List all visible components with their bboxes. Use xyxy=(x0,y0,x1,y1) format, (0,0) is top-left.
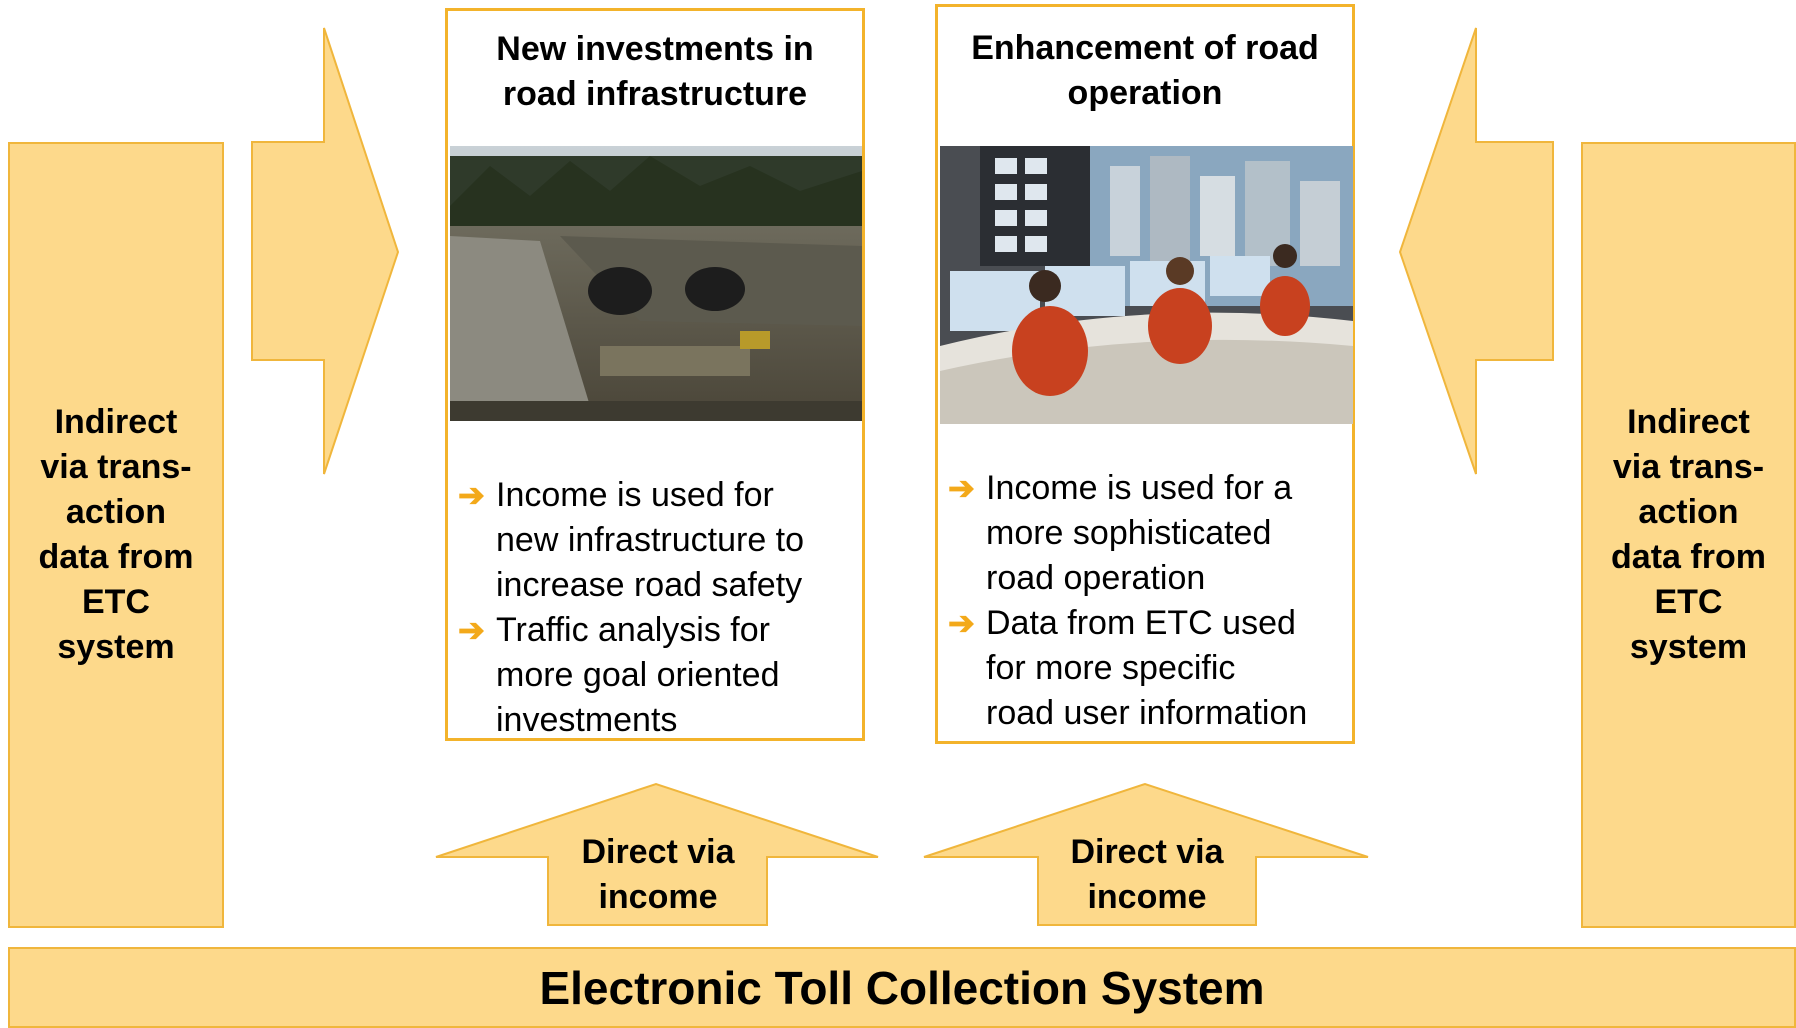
up-arrow-left-label: Direct via income xyxy=(581,833,735,916)
card-left-bullets: ➔ Income is used for new infrastructure … xyxy=(458,473,858,743)
control-room-photo xyxy=(940,146,1353,424)
right-arrow-icon: ➔ xyxy=(948,605,975,641)
left-side-text: Indirect via trans- action data from ETC… xyxy=(38,403,194,666)
card-left-title: New investments in road infrastructure xyxy=(496,30,814,113)
right-arrow-icon: ➔ xyxy=(458,612,485,648)
card-enhancement-operation: Enhancement of road operation xyxy=(935,4,1355,744)
card-left-bullet: ➔ Income is used for new infrastructure … xyxy=(458,473,858,608)
card-right-title: Enhancement of road operation xyxy=(971,29,1319,112)
base-bar: Electronic Toll Collection System xyxy=(8,947,1796,1028)
tunnel-construction-photo xyxy=(450,146,862,421)
right-side-bar: Indirect via trans- action data from ETC… xyxy=(1581,142,1796,928)
card-left-bullet: ➔ Traffic analysis for more goal oriente… xyxy=(458,608,858,743)
right-side-text: Indirect via trans- action data from ETC… xyxy=(1611,403,1766,666)
right-arrow-icon: ➔ xyxy=(948,470,975,506)
card-right-bullet: ➔ Income is used for a more sophisticate… xyxy=(948,466,1353,601)
card-right-bullet: ➔ Data from ETC used for more specific r… xyxy=(948,601,1353,736)
card-right-bullets: ➔ Income is used for a more sophisticate… xyxy=(948,466,1353,736)
left-side-bar: Indirect via trans- action data from ETC… xyxy=(8,142,224,928)
right-arrow-icon: ➔ xyxy=(458,477,485,513)
card-new-investments: New investments in road infrastructure xyxy=(445,8,865,741)
up-arrow-right-label: Direct via income xyxy=(1070,833,1224,916)
base-label: Electronic Toll Collection System xyxy=(539,961,1265,1014)
